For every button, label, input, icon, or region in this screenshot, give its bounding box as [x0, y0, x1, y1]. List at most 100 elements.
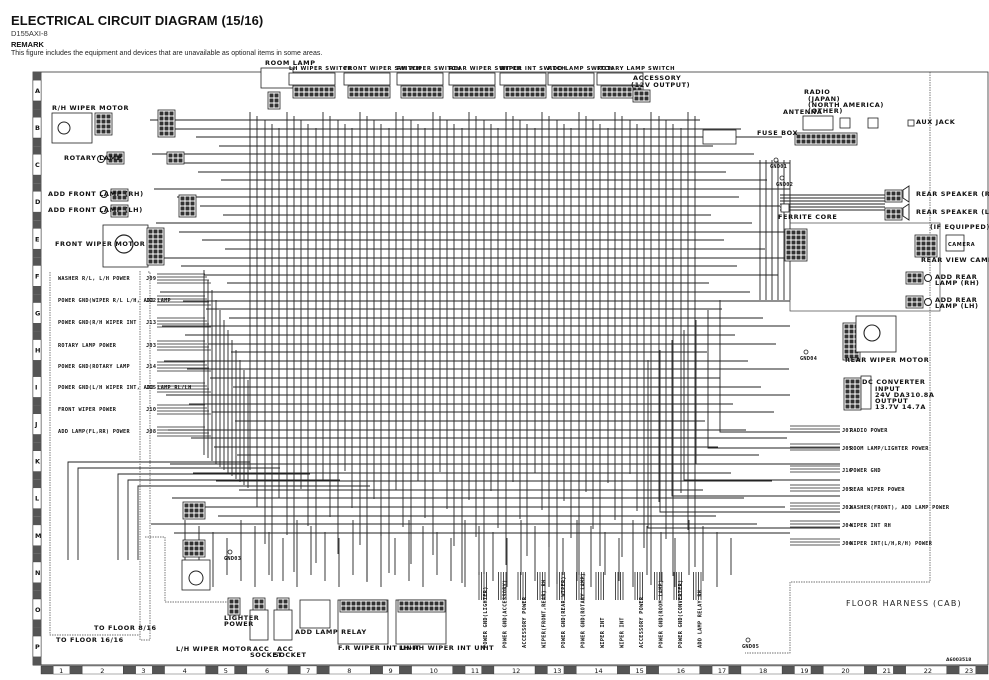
fr-wiper-int-connector-pin — [351, 606, 356, 611]
rh-wiper-motor — [51, 112, 93, 144]
switch-connector-pin — [627, 92, 632, 97]
row-ruler-shade — [33, 100, 41, 110]
row-ruler-cell — [32, 376, 42, 398]
cw01-connector-pin — [199, 551, 204, 556]
switch-connector-pin — [489, 87, 494, 92]
col-label-18: 18 — [759, 667, 767, 675]
cw01-connector-pin — [189, 541, 194, 546]
cw01-connector-pin — [184, 541, 189, 546]
switch-connector-pin — [454, 87, 459, 92]
switch-connector-pin — [588, 92, 593, 97]
fr-wiper-int-connector-pin — [376, 601, 381, 606]
cw17-connector-pin — [164, 121, 169, 126]
figure-code: A6003518 — [946, 657, 971, 663]
row-label-I: I — [35, 384, 37, 392]
cw16-connector-pin — [190, 196, 195, 201]
rear-wiper-connector-pin — [844, 324, 849, 329]
switch-connector-pin — [612, 87, 617, 92]
row-ruler-shade — [33, 397, 41, 406]
ground-label: GND05 — [742, 644, 759, 650]
switch-connector-pin — [622, 87, 627, 92]
camera-connector-pin — [931, 246, 936, 251]
switch-connector-pin — [530, 87, 535, 92]
fr-wiper-int-connector-pin — [371, 606, 376, 611]
row-ruler-cell — [32, 487, 42, 509]
remark-text: This figure includes the equipment and d… — [11, 50, 323, 57]
switch-connector-pin — [612, 92, 617, 97]
cw0l-connector-pin — [117, 211, 122, 216]
cw02-connector-pin — [184, 503, 189, 508]
switch-connector-pin — [515, 87, 520, 92]
row-label-P: P — [35, 643, 40, 651]
row-ruler-shade — [33, 294, 41, 303]
switch-connector-pin — [568, 87, 573, 92]
rear-wiper-connector-pin — [849, 324, 854, 329]
radio-label: RADIO — [804, 88, 830, 96]
cw17-connector-pin — [164, 131, 169, 136]
acc-socket-2-connector-pin — [283, 599, 288, 604]
rear-wiper-connector-pin — [844, 344, 849, 349]
col-ruler-box — [547, 665, 565, 675]
cw01-connector-pin — [194, 551, 199, 556]
switch-table — [343, 72, 391, 86]
switch-connector-pin — [578, 87, 583, 92]
lighter-power-label: POWER — [224, 620, 254, 628]
row-label-O: O — [35, 606, 41, 614]
cw01-connector-pin — [199, 541, 204, 546]
rear-wiper-connector-pin — [844, 354, 849, 359]
camera-connector-cab-pin — [796, 255, 801, 260]
rh-wiper-connector-pin — [106, 114, 111, 119]
camera-connector-cab-pin — [786, 245, 791, 250]
right-splice-label: POWER GND — [850, 468, 881, 474]
row-label-E: E — [35, 235, 39, 243]
switch-connector-pin — [607, 87, 612, 92]
fr-wiper-int-connector-pin — [376, 606, 381, 611]
switch-connector-pin — [314, 92, 319, 97]
cr-rear-lamp-rh-pin — [912, 273, 917, 278]
switch-connector-pin — [607, 92, 612, 97]
switch-connector-pin — [427, 87, 432, 92]
accessory-connector-pin — [639, 96, 644, 101]
switch-connector-pin — [553, 92, 558, 97]
speaker-lh-icon — [902, 203, 910, 221]
switch-table — [448, 72, 496, 86]
lh-rh-wiper-int-connector-pin — [419, 606, 424, 611]
cw02-connector-pin — [184, 508, 189, 513]
left-splice-label: FRONT WIPER POWER — [58, 407, 117, 413]
right-splice-code: J02 — [842, 505, 852, 511]
radio-connector-pin — [841, 134, 846, 139]
rh-wiper-connector-pin — [96, 119, 101, 124]
wire — [137, 485, 370, 560]
right-splice-code: J05 — [842, 487, 852, 493]
left-splice-code: J15 — [146, 385, 156, 391]
rear-wiper-connector-pin — [849, 329, 854, 334]
switch-connector-pin — [530, 92, 535, 97]
camera-connector-cab-pin — [796, 230, 801, 235]
col-label-19: 19 — [800, 667, 808, 675]
wire — [127, 479, 340, 560]
acc-socket-1-connector-pin — [259, 599, 264, 604]
camera-connector-cab-pin — [796, 250, 801, 255]
col-label-16: 16 — [677, 667, 685, 675]
switch-connector-pin — [469, 92, 474, 97]
dc-converter-connector-pin — [850, 399, 855, 404]
radio-box — [802, 115, 834, 131]
top-switch-label: RH WIPER SWITCH — [397, 66, 461, 72]
row-label-K: K — [35, 458, 41, 466]
wiring — [67, 112, 885, 587]
radio-na-label: (NORTH AMERICA) — [808, 101, 884, 109]
lighter-connector-pin — [234, 599, 239, 604]
camera-connector-pin — [931, 241, 936, 246]
fr-wiper-int-connector-pin — [346, 606, 351, 611]
cw17-connector-pin — [169, 131, 174, 136]
camera-connector-pin — [931, 251, 936, 256]
rear-wiper-connector-pin — [849, 349, 854, 354]
camera-connector-pin — [921, 251, 926, 256]
room-lamp-connector-pin — [274, 103, 279, 108]
rear-wiper-connector-pin — [844, 339, 849, 344]
cr-rear-lamp-lh-pin — [912, 297, 917, 302]
cw09-connector-pin — [122, 190, 127, 195]
switch-connector-pin — [602, 87, 607, 92]
dc-converter-connector-pin — [855, 384, 860, 389]
